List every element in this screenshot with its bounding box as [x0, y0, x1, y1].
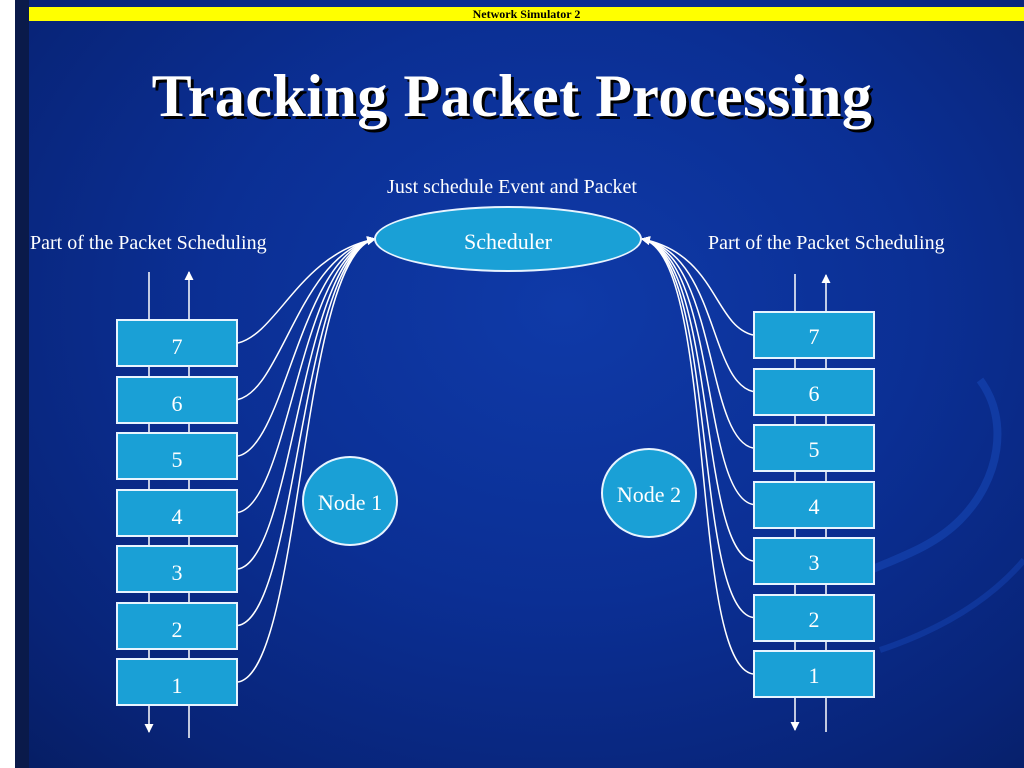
left-stripe-navy [15, 0, 29, 768]
right-stack-box-label: 7 [808, 324, 820, 349]
top-banner: Network Simulator 2 [29, 7, 1024, 21]
left-curves-curve [237, 236, 376, 683]
node2-circle: Node 2 [601, 448, 697, 538]
right-stack-box-label: 2 [808, 606, 820, 632]
left-curves-curve [237, 236, 376, 401]
left-stack-box-1: 1 [116, 658, 238, 706]
right-stack-box-label: 4 [808, 493, 820, 519]
node1-circle: Node 1 [302, 456, 398, 546]
left-curves-curve [237, 236, 376, 344]
right-caption: Part of the Packet Scheduling [708, 232, 945, 254]
left-stack-box-label: 7 [171, 334, 183, 359]
right-stack-box-label: 5 [808, 437, 820, 462]
right-stack-box-5: 5 [753, 424, 875, 472]
left-stack-box-6: 6 [116, 375, 238, 424]
left-stack-box-label: 1 [171, 673, 183, 698]
right-curves-curve [641, 236, 754, 562]
left-stack-box-label: 2 [171, 616, 183, 642]
left-curves-curve [237, 236, 376, 570]
right-stack-box-label: 6 [808, 380, 820, 406]
right-curves-curve [641, 236, 754, 393]
left-stack-box-label: 6 [171, 390, 183, 416]
left-caption: Part of the Packet Scheduling [30, 232, 267, 254]
node2-label: Node 2 [616, 482, 682, 507]
left-curves-curve [237, 236, 376, 514]
right-stack-box-1: 1 [753, 650, 875, 698]
left-stack-box-2: 2 [116, 601, 238, 650]
right-curves-curve [641, 236, 754, 675]
right-stack-box-7: 7 [753, 311, 875, 359]
right-stack-box-2: 2 [753, 593, 875, 642]
left-curves-curve [237, 236, 376, 627]
slide-title: Tracking Packet Processing [151, 63, 873, 129]
left-stack-box-5: 5 [116, 432, 238, 480]
right-stack-box-label: 1 [808, 663, 820, 688]
left-stack-box-label: 5 [171, 447, 183, 472]
right-curves-curve [641, 236, 754, 506]
right-stack-box-6: 6 [753, 367, 875, 416]
right-stack-box-4: 4 [753, 480, 875, 529]
left-curves-curve [237, 236, 376, 457]
scheduler-label: Scheduler [464, 229, 552, 254]
right-stack-box-3: 3 [753, 537, 875, 585]
right-stack-box-label: 3 [808, 550, 820, 575]
left-stack-box-3: 3 [116, 545, 238, 593]
right-curves-curve [641, 236, 754, 449]
left-stack-box-7: 7 [116, 319, 238, 367]
node1-label: Node 1 [317, 490, 383, 515]
event-caption: Just schedule Event and Packet [387, 176, 637, 198]
scheduler-oval: Scheduler [374, 206, 642, 272]
left-stripe-white [0, 0, 15, 768]
right-curves-curve [641, 236, 754, 619]
left-stack-box-label: 3 [171, 560, 183, 585]
right-curves-curve [641, 236, 754, 336]
left-stack-box-4: 4 [116, 488, 238, 537]
left-stack-box-label: 4 [171, 503, 183, 529]
